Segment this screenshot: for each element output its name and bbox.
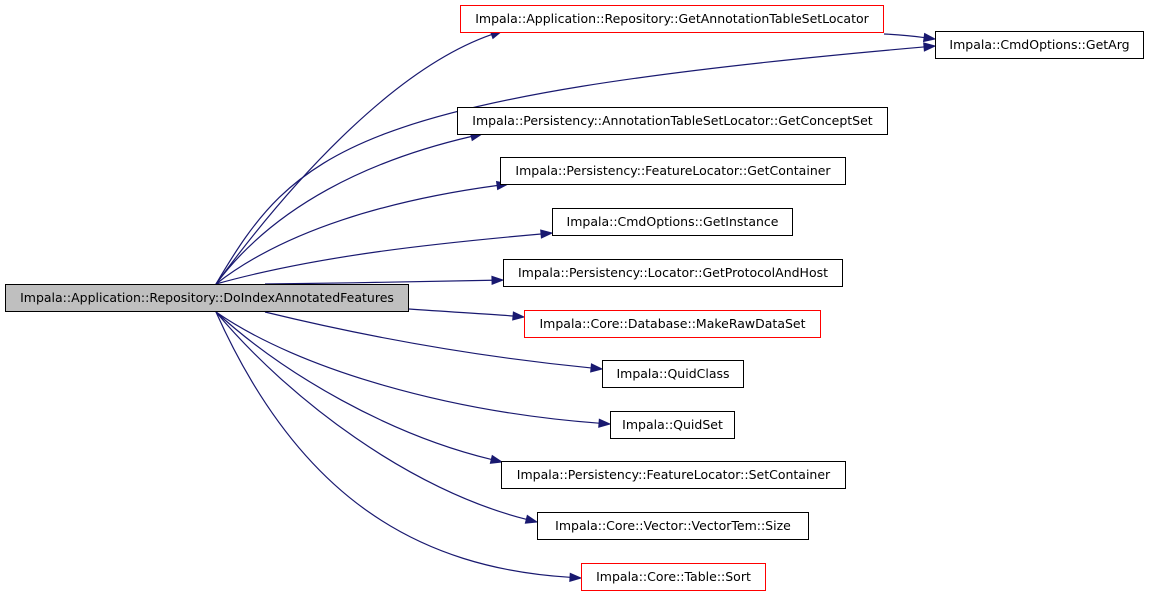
- edge-root-to-n9: [215, 311, 492, 461]
- node-label: Impala::Core::Table::Sort: [596, 569, 751, 584]
- call-nodes: Impala::Application::Repository::DoIndex…: [5, 5, 1144, 591]
- edge-root-to-n7: [264, 311, 592, 369]
- node-quid-class[interactable]: Impala::QuidClass: [602, 360, 744, 388]
- node-table-sort[interactable]: Impala::Core::Table::Sort: [581, 563, 766, 591]
- node-box: [460, 5, 884, 33]
- node-do-index-annotated-features[interactable]: Impala::Application::Repository::DoIndex…: [5, 284, 409, 312]
- node-box: [537, 512, 809, 540]
- node-cmd-options-get-instance[interactable]: Impala::CmdOptions::GetInstance: [552, 208, 793, 236]
- edge-root-to-n5: [264, 279, 493, 285]
- edge-arrowhead: [590, 363, 604, 373]
- node-label: Impala::CmdOptions::GetInstance: [567, 214, 779, 229]
- node-label: Impala::QuidSet: [622, 417, 723, 432]
- node-label: Impala::Persistency::FeatureLocator::Get…: [515, 163, 831, 178]
- node-vector-tem-size[interactable]: Impala::Core::Vector::VectorTem::Size: [537, 512, 809, 540]
- call-edges: [215, 30, 937, 582]
- node-box: [500, 157, 846, 185]
- node-label: Impala::Persistency::FeatureLocator::Set…: [517, 467, 831, 482]
- edge-arrowhead: [569, 572, 583, 582]
- edge-root-to-n2: [215, 135, 472, 285]
- node-make-raw-data-set[interactable]: Impala::Core::Database::MakeRawDataSet: [524, 310, 821, 338]
- node-set-container[interactable]: Impala::Persistency::FeatureLocator::Set…: [501, 461, 846, 489]
- node-box: [610, 411, 735, 439]
- edge-arrowhead: [491, 275, 505, 285]
- edge-arrowhead: [489, 454, 504, 464]
- edge-root-to-n10: [215, 311, 527, 520]
- node-quid-set[interactable]: Impala::QuidSet: [610, 411, 735, 439]
- node-box: [581, 563, 766, 591]
- edge-arrowhead: [524, 514, 539, 524]
- edge-root-to-n11: [215, 311, 571, 578]
- edge-root-to-n6: [408, 308, 514, 317]
- edge-root-to-n1: [215, 46, 925, 285]
- edge-root-to-n4: [215, 233, 542, 285]
- node-box: [503, 259, 843, 287]
- node-box: [524, 310, 821, 338]
- edge-root-to-n8: [215, 311, 600, 424]
- node-box: [602, 360, 744, 388]
- node-box: [457, 107, 888, 135]
- edge-arrowhead: [512, 311, 526, 321]
- node-box: [5, 284, 409, 312]
- node-get-annotation-table-set-locator[interactable]: Impala::Application::Repository::GetAnno…: [460, 5, 884, 33]
- node-label: Impala::Persistency::AnnotationTableSetL…: [472, 113, 873, 128]
- edge-arrowhead: [598, 418, 612, 428]
- node-label: Impala::Core::Vector::VectorTem::Size: [555, 518, 791, 533]
- node-label: Impala::Application::Repository::DoIndex…: [20, 290, 394, 305]
- node-box: [501, 461, 846, 489]
- edge-root-to-n0: [215, 34, 492, 285]
- edge-arrowhead: [540, 229, 554, 239]
- node-get-container[interactable]: Impala::Persistency::FeatureLocator::Get…: [500, 157, 846, 185]
- edge-arrowhead: [923, 42, 937, 52]
- node-box: [552, 208, 793, 236]
- node-label: Impala::CmdOptions::GetArg: [949, 37, 1129, 52]
- node-label: Impala::Core::Database::MakeRawDataSet: [539, 316, 805, 331]
- edge-n0-to-n1: [883, 33, 925, 39]
- node-label: Impala::Application::Repository::GetAnno…: [475, 11, 869, 26]
- node-label: Impala::QuidClass: [616, 366, 729, 381]
- node-box: [935, 31, 1144, 59]
- edge-root-to-n3: [215, 184, 498, 285]
- node-cmd-options-get-arg[interactable]: Impala::CmdOptions::GetArg: [935, 31, 1144, 59]
- node-get-concept-set[interactable]: Impala::Persistency::AnnotationTableSetL…: [457, 107, 888, 135]
- edge-arrowhead: [922, 32, 937, 43]
- node-get-protocol-and-host[interactable]: Impala::Persistency::Locator::GetProtoco…: [503, 259, 843, 287]
- node-label: Impala::Persistency::Locator::GetProtoco…: [518, 265, 828, 280]
